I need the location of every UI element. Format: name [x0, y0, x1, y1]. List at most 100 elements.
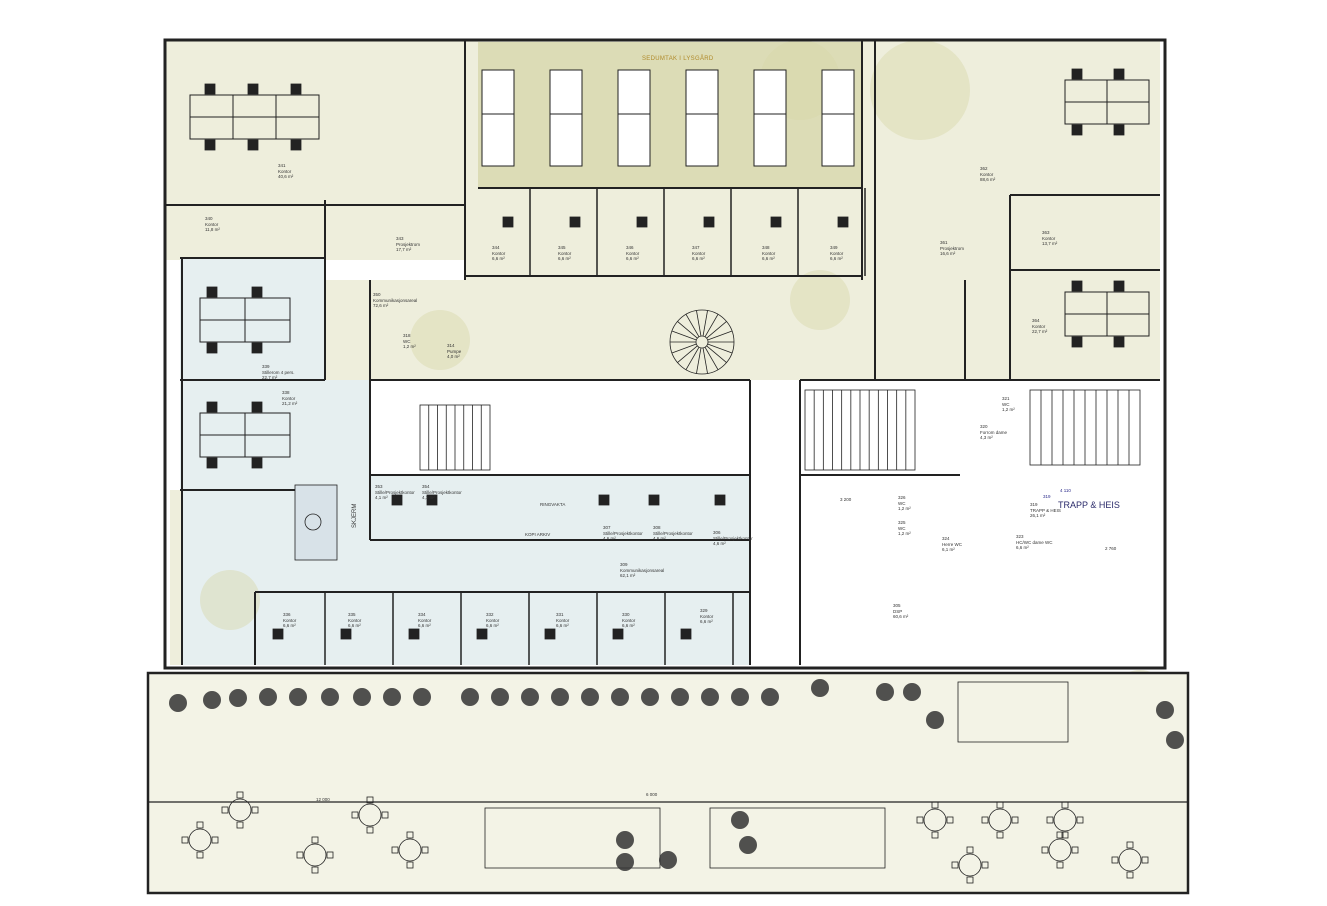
spiral-step — [702, 347, 708, 374]
terrace-table — [988, 808, 1012, 832]
dim-3200: 3 200 — [840, 497, 852, 502]
room-name: WC — [898, 500, 906, 506]
walls — [163, 38, 1167, 670]
terrace-chair — [946, 816, 954, 824]
skylight — [821, 69, 855, 167]
room-no: 353 — [375, 484, 383, 489]
terrace-table — [1118, 848, 1142, 872]
chair — [251, 286, 263, 298]
room-no: 330 — [622, 612, 630, 617]
tree-icon — [616, 853, 634, 871]
terrace-chair — [366, 796, 374, 804]
room-area: 4,3 m² — [980, 435, 993, 440]
room-no: 349 — [830, 245, 838, 250]
terrace-chair — [1056, 861, 1064, 869]
room-no: 346 — [626, 245, 634, 250]
room-no: 323 — [1016, 534, 1024, 539]
tree-icon — [203, 691, 221, 709]
room-name: Kontor — [762, 250, 776, 256]
room-name: Kontor — [348, 617, 362, 623]
room-name: Kontor — [486, 617, 500, 623]
room-no: 305 — [893, 603, 901, 608]
tree-icon — [169, 694, 187, 712]
terrace-chair — [1111, 856, 1119, 864]
tree-icon — [616, 831, 634, 849]
tree-icon — [659, 851, 677, 869]
chair — [391, 494, 403, 506]
terrace-table — [923, 808, 947, 832]
terrace-chair — [996, 801, 1004, 809]
tree-icon — [521, 688, 539, 706]
chair — [251, 457, 263, 469]
terrace-chair — [196, 821, 204, 829]
room-area: 1,2 m² — [898, 506, 911, 511]
lounge-sofa — [294, 484, 338, 561]
spiral-step — [677, 345, 698, 363]
terrace-table — [358, 803, 382, 827]
room-name: Stillerom 4 pers. — [262, 369, 295, 375]
room-name: HC/WC dame WC — [1016, 539, 1053, 545]
screen-label: SKJERM — [352, 503, 358, 528]
terrace-chair — [1011, 816, 1019, 824]
room-name: Kontor — [626, 250, 640, 256]
room-no: 319 — [1030, 502, 1038, 507]
spiral-step — [685, 346, 700, 370]
zone — [370, 380, 750, 475]
chair — [290, 139, 302, 151]
room-name: Kontor — [1042, 235, 1056, 241]
desk — [244, 319, 291, 343]
room-area: 6,6 m² — [556, 623, 569, 628]
spiral-step — [702, 310, 708, 337]
room-no: 314 — [447, 343, 455, 348]
room-no: 307 — [603, 525, 611, 530]
zone — [478, 42, 862, 188]
zones — [146, 40, 1190, 895]
spiral-step — [707, 343, 733, 354]
spiral-step — [706, 345, 727, 363]
room-area: 1,2 m² — [1002, 407, 1015, 412]
chair — [612, 628, 624, 640]
room-name: WC — [898, 525, 906, 531]
chair — [476, 628, 488, 640]
room-area: 21,2 m² — [282, 401, 298, 406]
room-no: 306 — [713, 530, 721, 535]
room-no: 321 — [1002, 396, 1010, 401]
dim-319: 319 — [1043, 494, 1051, 499]
light-spot — [200, 570, 260, 630]
terrace-table — [303, 843, 327, 867]
terrace-chair — [996, 831, 1004, 839]
tree-icon — [731, 811, 749, 829]
terrace-chair — [966, 846, 974, 854]
tree-icon — [289, 688, 307, 706]
terrace-chair — [1071, 846, 1079, 854]
terrace-chair — [931, 801, 939, 809]
tree-icon — [926, 711, 944, 729]
room-area: 6,6 m² — [558, 256, 571, 261]
room-area: 6,6 m² — [418, 623, 431, 628]
terrace-chair — [351, 811, 359, 819]
chair — [1113, 336, 1125, 348]
room-name: Kontor — [278, 168, 292, 174]
room-area: 88,6 m² — [980, 177, 996, 182]
room-name: Pumpe — [447, 348, 462, 354]
room-area: 17,7 m² — [396, 247, 412, 252]
chair — [206, 457, 218, 469]
room-name: Prosjektrom — [396, 241, 421, 247]
room-area: 6,6 m² — [692, 256, 705, 261]
chair — [1113, 280, 1125, 292]
room-area: 4,6 m² — [653, 536, 666, 541]
chair — [544, 628, 556, 640]
tree-icon — [731, 688, 749, 706]
terrace-table — [188, 828, 212, 852]
